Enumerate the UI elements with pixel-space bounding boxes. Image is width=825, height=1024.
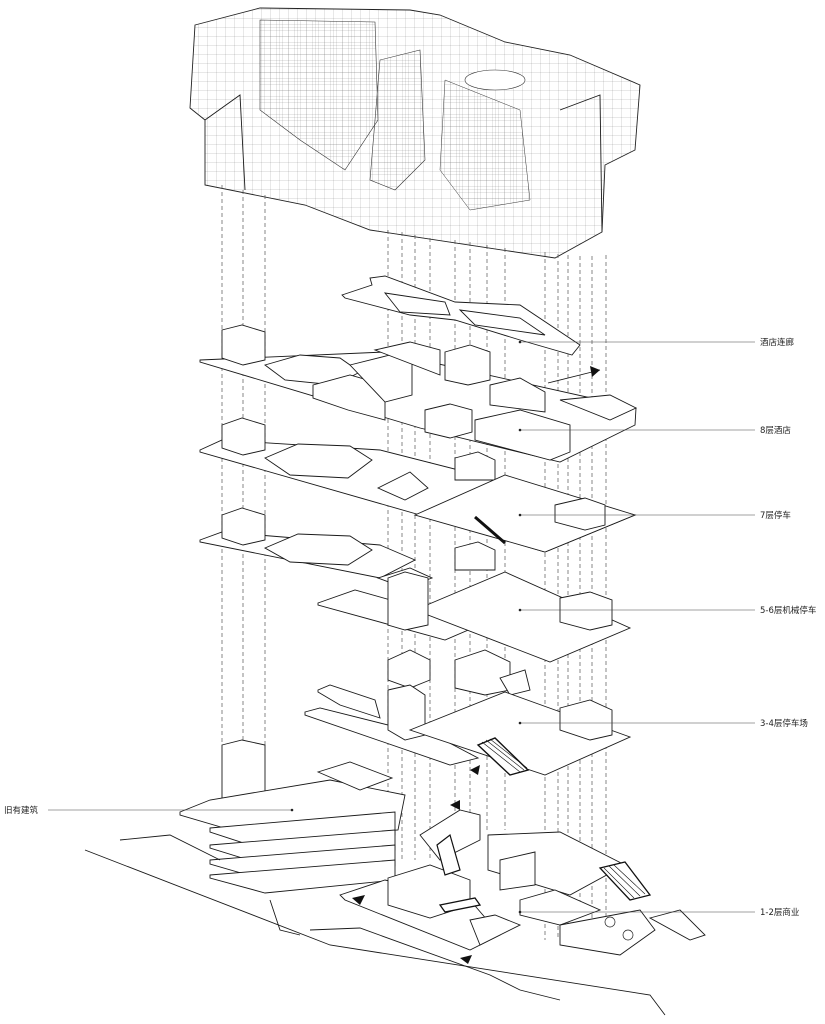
hotel-corridor-plate xyxy=(341,275,581,356)
label-mech-parking-5-6f: 5-6层机械停车 xyxy=(760,605,816,616)
leader-lines xyxy=(48,340,755,914)
label-hotel-corridor: 酒店连廊 xyxy=(760,337,795,348)
mech-parking-5-6f-plate xyxy=(199,507,632,663)
facade-mesh-envelope xyxy=(189,7,641,259)
existing-building-block xyxy=(179,739,406,894)
retail-1-2f-plate xyxy=(84,800,706,1016)
hotel-8f-plate xyxy=(199,324,638,463)
label-retail-1-2f: 1-2层商业 xyxy=(760,907,799,918)
label-parking-3-4f: 3-4层停车场 xyxy=(760,718,808,729)
parking-3-4f-plate xyxy=(304,649,632,776)
label-existing-building: 旧有建筑 xyxy=(4,805,39,816)
parking-7f-plate xyxy=(199,417,637,553)
label-parking-7f: 7层停车 xyxy=(760,510,791,521)
label-hotel-8f: 8层酒店 xyxy=(760,425,791,436)
